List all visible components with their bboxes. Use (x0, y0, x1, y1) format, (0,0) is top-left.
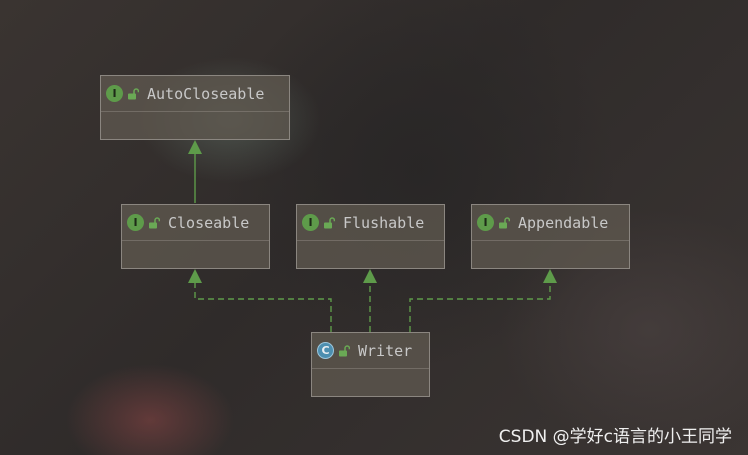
unlocked-padlock-icon (149, 216, 160, 228)
node-members (101, 112, 289, 140)
node-header: I Appendable (472, 205, 629, 241)
node-members (297, 241, 444, 269)
interface-icon: I (106, 85, 123, 102)
arrowhead-appendable (543, 269, 557, 283)
unlocked-padlock-icon (324, 216, 335, 228)
class-icon: C (317, 342, 334, 359)
node-name: AutoCloseable (147, 84, 265, 103)
edge-writer-appendable (409, 283, 551, 332)
node-autocloseable[interactable]: I AutoCloseable (100, 75, 290, 140)
node-closeable[interactable]: I Closeable (121, 204, 270, 269)
node-name: Closeable (168, 213, 250, 232)
node-members (472, 241, 629, 269)
node-members (312, 369, 429, 397)
unlocked-padlock-icon (128, 87, 139, 99)
node-members (122, 241, 269, 269)
node-name: Writer (358, 341, 413, 360)
edge-writer-closeable (194, 283, 332, 332)
interface-icon: I (302, 214, 319, 231)
interface-icon: I (127, 214, 144, 231)
arrowhead-flushable (363, 269, 377, 283)
arrowhead-autocloseable (188, 140, 202, 154)
arrowhead-closeable (188, 269, 202, 283)
unlocked-padlock-icon (499, 216, 510, 228)
node-writer[interactable]: C Writer (311, 332, 430, 397)
interface-icon: I (477, 214, 494, 231)
node-name: Flushable (343, 213, 425, 232)
node-header: C Writer (312, 333, 429, 369)
node-appendable[interactable]: I Appendable (471, 204, 630, 269)
node-flushable[interactable]: I Flushable (296, 204, 445, 269)
unlocked-padlock-icon (339, 344, 350, 356)
node-header: I AutoCloseable (101, 76, 289, 112)
watermark-text: CSDN @学好c语言的小王同学 (498, 427, 732, 447)
node-header: I Closeable (122, 205, 269, 241)
node-header: I Flushable (297, 205, 444, 241)
node-name: Appendable (518, 213, 609, 232)
